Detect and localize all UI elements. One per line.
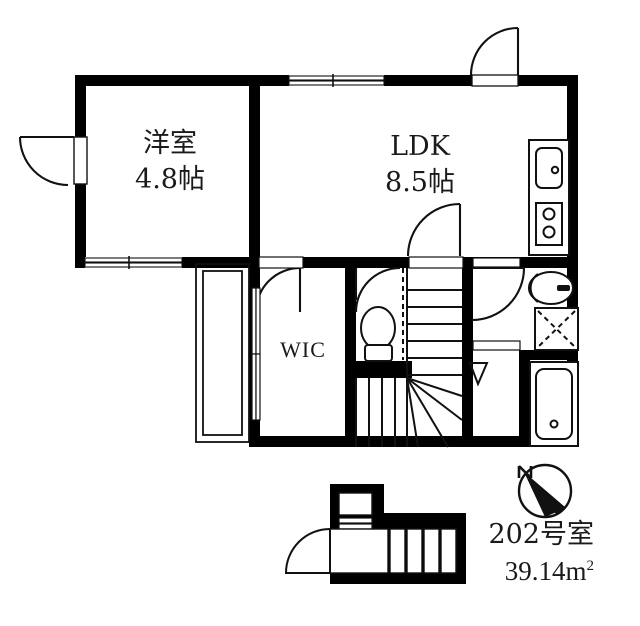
room-label-washitsu: 洋室 4.8帖 [95, 128, 245, 196]
sliding-door-wic [251, 287, 261, 421]
room-name-ldk: LDK [390, 131, 450, 162]
washing-machine-icon [534, 307, 579, 351]
unit-area-superscript: 2 [586, 558, 595, 574]
unit-area-label: 39.14m2 [505, 556, 594, 588]
bathtub-icon [529, 361, 579, 447]
toilet-icon [360, 306, 396, 362]
window-group [73, 74, 519, 269]
unit-area-value: 39.14 [504, 556, 566, 586]
room-size-ldk: 8.5帖 [385, 166, 455, 198]
entrance-block-diagram [284, 484, 466, 584]
step-arrow-icon [468, 362, 489, 387]
room-name-washitsu: 洋室 [143, 128, 197, 159]
balcony-outline [195, 263, 250, 443]
kitchen-counter [528, 139, 570, 256]
unit-area-unit: m [565, 556, 587, 586]
interior-door-openings [258, 256, 521, 351]
compass-rose [517, 463, 573, 519]
room-label-ldk: LDK 8.5帖 [355, 131, 485, 199]
room-size-washitsu: 4.8帖 [135, 163, 205, 195]
unit-number-label: 202号室 [488, 519, 594, 550]
staircase-icon [355, 268, 463, 448]
kitchen-sink-icon [535, 147, 563, 189]
room-label-wic: WIC [280, 337, 326, 362]
washbasin-icon [528, 271, 574, 305]
door-group [18, 26, 526, 322]
